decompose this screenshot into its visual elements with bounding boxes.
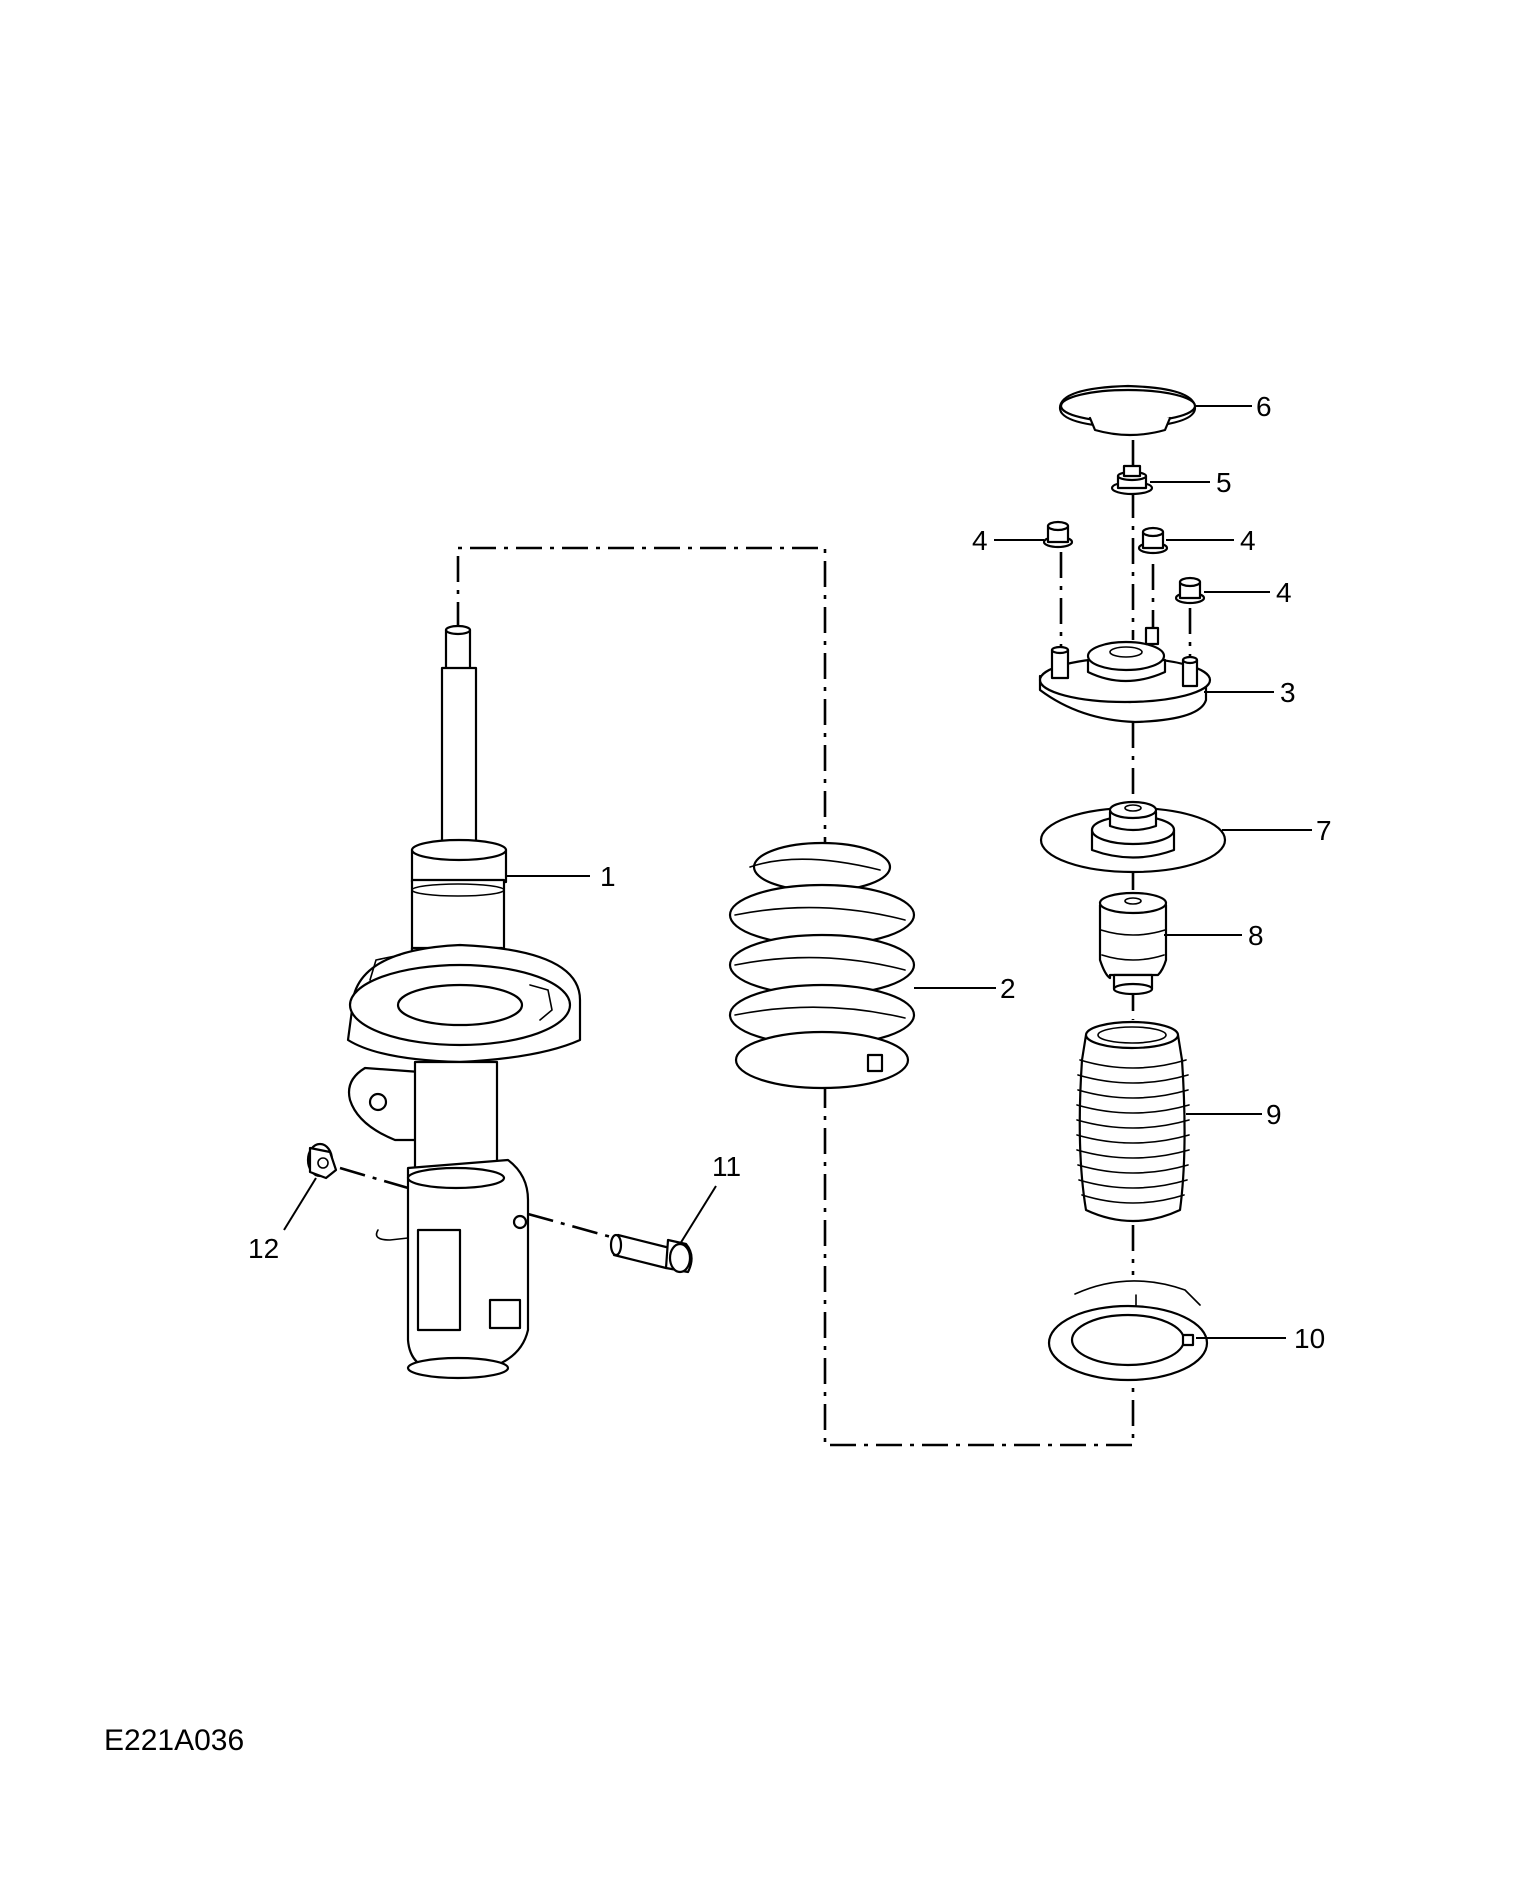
callout-5: 5 bbox=[1216, 467, 1232, 498]
leader-12 bbox=[283, 1177, 317, 1231]
callout-8: 8 bbox=[1248, 920, 1264, 951]
drawing-id-label: E221A036 bbox=[104, 1724, 245, 1757]
alignment-line-bolt bbox=[527, 1212, 623, 1242]
top-mount bbox=[1038, 626, 1212, 724]
flange-nut-b bbox=[1137, 526, 1169, 555]
callout-3: 3 bbox=[1280, 677, 1296, 708]
lower-spring-seat bbox=[1047, 1280, 1209, 1382]
dust-cap bbox=[1058, 384, 1197, 437]
callout-9: 9 bbox=[1266, 1099, 1282, 1130]
callout-1: 1 bbox=[600, 861, 616, 892]
self-locking-nut bbox=[1110, 464, 1154, 496]
pinch-bolt bbox=[609, 1233, 693, 1274]
alignment-line-spring-to-seat bbox=[823, 1082, 1135, 1447]
callout-4a: 4 bbox=[972, 525, 988, 556]
callout-10: 10 bbox=[1294, 1323, 1325, 1354]
callout-7: 7 bbox=[1316, 815, 1332, 846]
leader-11 bbox=[679, 1185, 717, 1245]
flange-nut-strut bbox=[306, 1142, 338, 1180]
flange-nut-c bbox=[1174, 576, 1206, 605]
callout-2: 2 bbox=[1000, 973, 1016, 1004]
alignment-line-nut bbox=[339, 1166, 416, 1192]
dust-boot bbox=[1076, 1020, 1190, 1223]
alignment-line-strut-to-spring bbox=[456, 546, 827, 848]
callout-11: 11 bbox=[712, 1151, 741, 1182]
bump-stop bbox=[1098, 891, 1168, 996]
callout-4c: 4 bbox=[1276, 577, 1292, 608]
callout-4b: 4 bbox=[1240, 525, 1256, 556]
upper-spring-seat bbox=[1039, 800, 1227, 874]
flange-nut-a bbox=[1042, 520, 1074, 549]
coil-spring bbox=[728, 841, 916, 1090]
callout-12: 12 bbox=[248, 1233, 279, 1264]
callout-6: 6 bbox=[1256, 391, 1272, 422]
strut-assembly bbox=[346, 624, 582, 1380]
